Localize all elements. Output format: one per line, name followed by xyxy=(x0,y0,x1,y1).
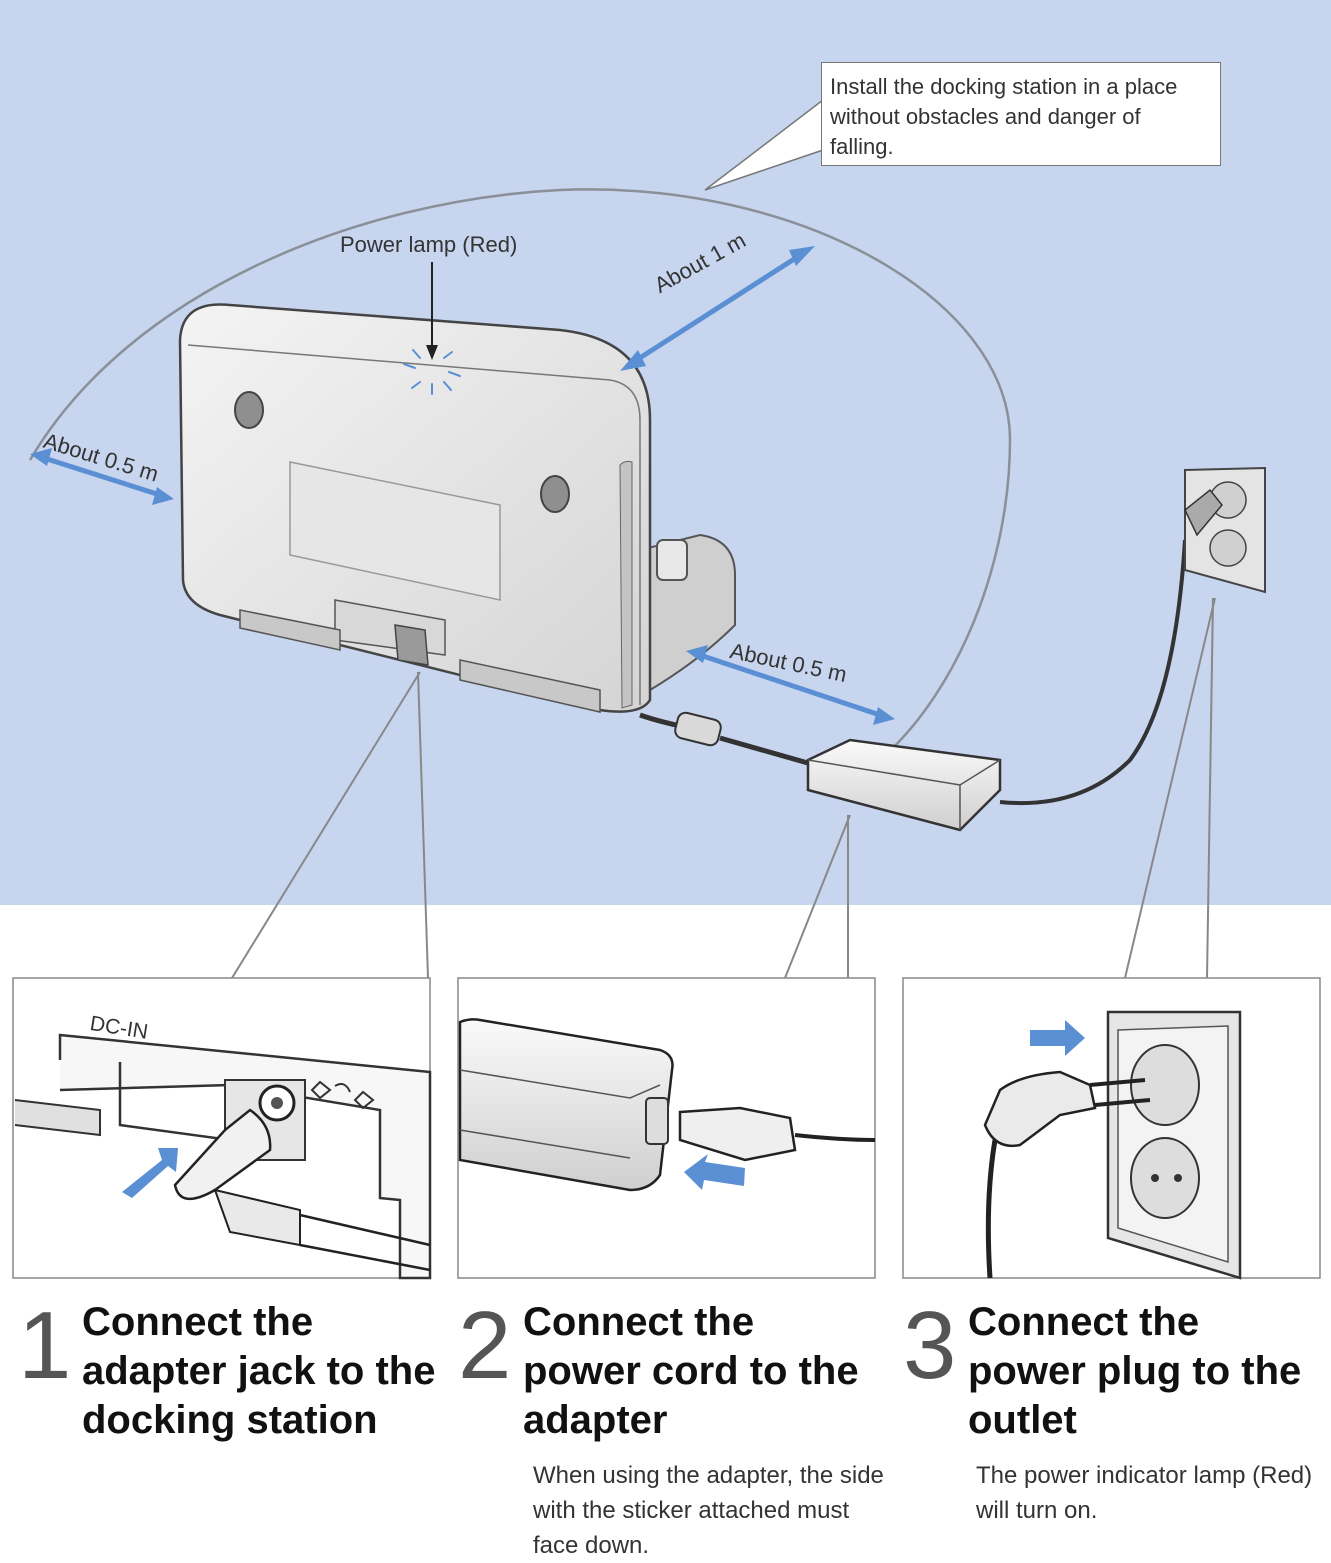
power-lamp-icon xyxy=(403,345,461,395)
docking-station xyxy=(178,303,736,713)
power-adapter xyxy=(806,738,1002,832)
step-number: 3 xyxy=(903,1292,957,1399)
power-lamp-pointer-head xyxy=(426,345,438,360)
step-note: The power indicator lamp (Red) will turn… xyxy=(976,1462,1313,1524)
zoom-lines xyxy=(231,597,1216,979)
step-title: Connect the power plug to the outlet xyxy=(968,1300,1302,1442)
step-number: 1 xyxy=(18,1292,72,1399)
step-note: When using the adapter, the side with th… xyxy=(533,1462,884,1559)
step-title: Connect the adapter jack to the docking … xyxy=(82,1300,436,1442)
dc-cable-2 xyxy=(719,735,816,768)
callout-pointer xyxy=(704,99,824,191)
detail-panel-1 xyxy=(12,977,432,1280)
clearance-arc xyxy=(28,188,1012,761)
ferrite-core xyxy=(674,711,722,747)
dimension-arrows xyxy=(30,246,895,725)
installation-callout: Install the docking station in a place w… xyxy=(821,62,1221,166)
ac-cord xyxy=(999,539,1187,806)
step-number: 2 xyxy=(458,1292,512,1399)
detail-panel-2 xyxy=(457,977,876,1279)
step-title: Connect the power cord to the adapter xyxy=(523,1300,859,1442)
power-lamp-label: Power lamp (Red) xyxy=(340,232,518,257)
detail-panel-3 xyxy=(902,977,1321,1280)
wall-outlet xyxy=(1184,466,1266,594)
